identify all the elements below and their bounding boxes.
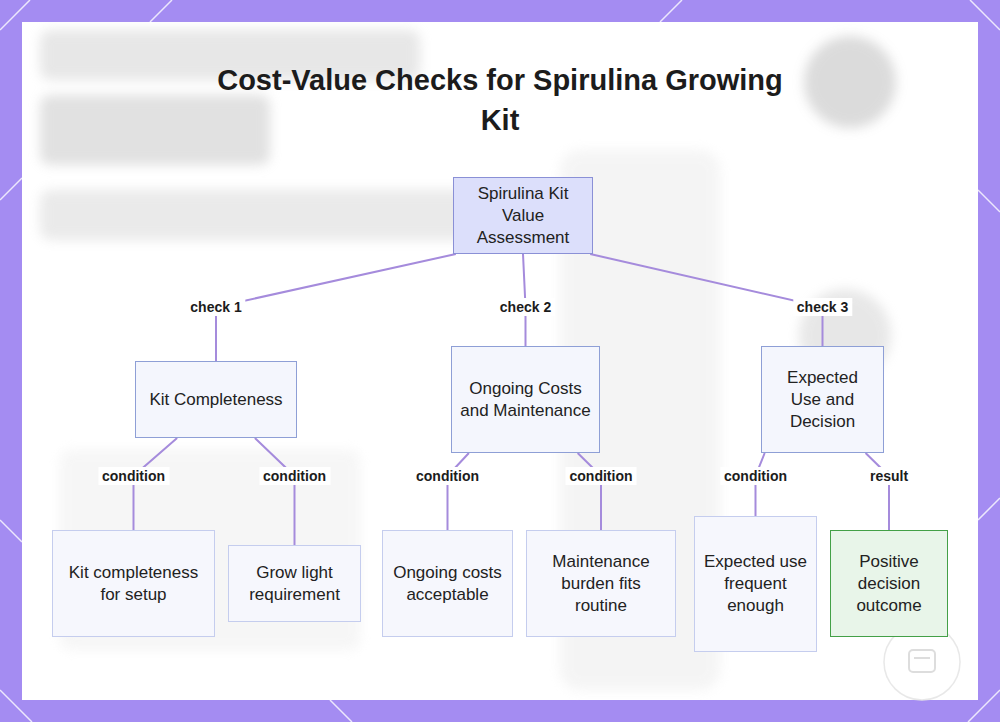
condition-box: Ongoing costs acceptable	[382, 530, 513, 637]
node-text: Ongoing costs acceptable	[391, 562, 504, 606]
node-text: Grow light requirement	[237, 562, 352, 606]
blurred-backdrop	[40, 30, 896, 690]
node-text: Spirulina Kit Value Assessment	[462, 183, 584, 249]
edge-label: condition	[720, 467, 791, 485]
node-text: Kit completeness for setup	[61, 562, 206, 606]
check-box: Kit Completeness	[135, 361, 297, 438]
tree-connector	[216, 254, 456, 361]
edge-label: check 2	[496, 298, 555, 316]
inner-panel	[22, 22, 978, 700]
condition-box: Kit completeness for setup	[52, 530, 215, 637]
edge-label: check 3	[793, 298, 852, 316]
condition-box: Expected use frequent enough	[694, 516, 817, 652]
check-box: Expected Use and Decision	[761, 346, 884, 453]
edge-label: result	[866, 467, 912, 485]
node-text: Positive decision outcome	[839, 551, 939, 617]
tree-connector	[590, 254, 822, 346]
result-box: Positive decision outcome	[830, 530, 948, 637]
edge-label: condition	[566, 467, 637, 485]
edge-label: condition	[259, 467, 330, 485]
condition-box: Maintenance burden fits routine	[526, 530, 676, 637]
node-text: Kit Completeness	[149, 389, 282, 411]
diagram-title: Cost-Value Checks for Spirulina Growing …	[200, 60, 800, 140]
tree-connector	[448, 453, 469, 530]
node-text: Expected use frequent enough	[703, 551, 808, 617]
edge-label: condition	[98, 467, 169, 485]
condition-box: Grow light requirement	[228, 545, 361, 622]
check-box: Ongoing Costs and Maintenance	[451, 346, 600, 453]
root-box: Spirulina Kit Value Assessment	[453, 177, 593, 254]
tree-connector	[866, 453, 889, 530]
edge-label: check 1	[186, 298, 245, 316]
tree-connector	[578, 453, 601, 530]
node-text: Expected Use and Decision	[770, 367, 875, 433]
edge-label: condition	[412, 467, 483, 485]
tree-connector	[255, 438, 295, 545]
node-text: Maintenance burden fits routine	[535, 551, 667, 617]
node-text: Ongoing Costs and Maintenance	[460, 378, 591, 422]
